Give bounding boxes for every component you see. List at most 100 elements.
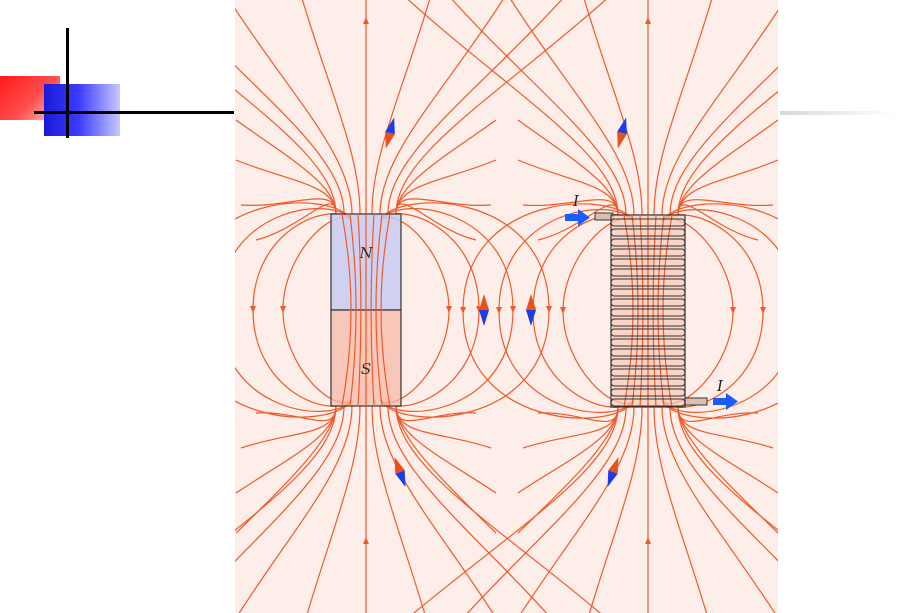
solenoid-lead-bottom [684,397,708,406]
coil-turn [610,258,686,267]
field-line [653,406,708,613]
compass-needle-icon [479,294,489,326]
field-direction-arrow [250,306,256,313]
current-in-label: I [572,192,580,210]
field-line [677,406,778,531]
compass-north-tip [385,117,395,135]
field-line [451,0,627,216]
compass-north-tip [607,470,618,488]
field-direction-arrow [460,307,466,314]
coil-turn [610,308,686,317]
coil-turn [610,368,686,377]
field-direction-arrow [496,307,502,314]
coil-turn [610,228,686,237]
figure-background [235,0,778,613]
solenoid-field-diagram: I I [407,0,778,613]
coil-turn [610,328,686,337]
compass-needle-icon [385,117,395,149]
coil-turn [610,278,686,287]
field-line [662,214,673,408]
field-line [301,0,361,215]
coil-turn [610,318,686,327]
field-line [661,209,778,413]
compass-north-tip [395,470,406,488]
field-line [520,406,635,613]
coil-turn [610,338,686,347]
field-line [341,213,352,407]
field-line [631,214,639,408]
field-line [677,204,759,241]
field-direction-arrow [560,307,566,314]
field-line [375,213,383,407]
field-line [235,64,345,215]
field-direction-arrow [280,306,286,313]
field-line [395,405,601,613]
coil-turn [610,298,686,307]
compass-needle-icon [394,456,406,488]
compass-north-tip [617,117,627,135]
field-line [677,90,778,216]
field-line [661,203,778,419]
field-line [235,405,345,563]
field-line [466,406,627,613]
coil-turn [610,388,686,397]
coil-turn [610,358,686,367]
coil-turn [610,238,686,247]
compass-needle-icon [617,117,627,149]
field-line [370,213,375,407]
magnet-south-label: S [361,360,371,378]
field-direction-arrow [730,307,736,314]
compass-south-tip [526,294,536,310]
field-line [235,89,337,215]
bar-magnet-field-diagram: N S [235,0,607,613]
field-direction-arrow [760,307,766,314]
compass-needle-icon [607,456,619,488]
field-direction-arrow [645,17,651,24]
compass-south-tip [617,131,627,149]
field-line [661,9,778,216]
compass-south-tip [479,294,489,310]
compass-south-tip [608,456,619,474]
current-out-arrow-icon [713,393,738,410]
field-line [652,214,657,408]
coil-turn [610,378,686,387]
field-line [661,406,776,613]
field-direction-arrow [546,306,552,313]
field-line [357,213,362,407]
field-line [379,405,494,613]
magnet-internal-field-lines [341,213,391,407]
field-direction-arrow [645,537,651,544]
slide-decoration-fade-line [780,111,897,115]
field-direction-arrow [510,306,516,313]
field-line [371,405,426,613]
field-line [395,405,477,422]
coil-turn [610,348,686,357]
compass-south-tip [394,456,405,474]
current-in-arrow-icon [565,209,590,226]
magnetic-field-figure: N S I I [235,0,778,613]
field-line [306,405,361,613]
solenoid-internal-field-lines [623,214,673,408]
field-line [349,213,357,407]
field-line [255,405,337,422]
slide-decoration-blue-square [44,84,120,136]
field-line [669,66,778,216]
field-line [238,405,353,613]
slide-decoration-horizontal-line [34,111,234,114]
field-line [235,7,353,215]
field-line [235,208,353,412]
magnet-field-lines [235,0,607,613]
field-line [255,203,337,241]
field-line [669,406,778,562]
slide-decoration-vertical-line [66,28,69,138]
field-direction-arrow [363,537,369,544]
field-line [623,214,634,408]
field-line [653,0,713,216]
coil-turn [610,288,686,297]
field-line [235,405,337,531]
field-line [510,0,635,216]
compass-north-tip [479,310,489,326]
field-line [235,202,353,418]
field-line [380,213,391,407]
field-line [657,214,665,408]
